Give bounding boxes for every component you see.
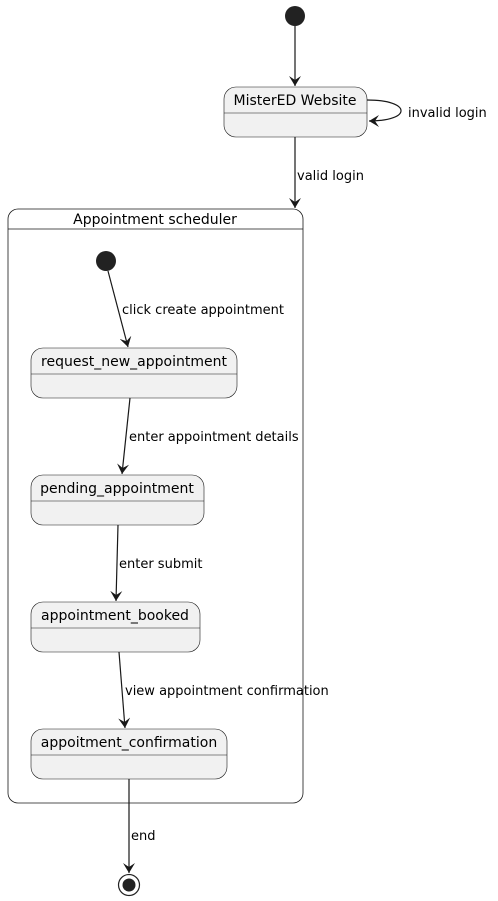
composite-title: Appointment scheduler (73, 212, 237, 228)
label-enter-submit: enter submit (119, 557, 202, 572)
state-website: MisterED Website (223, 86, 368, 138)
label-view-confirmation: view appointment confirmation (125, 684, 329, 699)
final-state (117, 873, 141, 897)
initial-state-top (285, 6, 305, 26)
edge-view-confirmation (118, 651, 131, 729)
label-valid-login: valid login (297, 169, 364, 184)
state-request-new-appointment: request_new_appointment (30, 347, 238, 399)
label-enter-details: enter appointment details (129, 430, 299, 445)
edge-enter-submit (110, 524, 123, 602)
state-request-title: request_new_appointment (41, 354, 227, 370)
edge-invalid-login-loop (366, 99, 402, 127)
state-booked-title: appointment_booked (41, 608, 189, 624)
edge-click-create (107, 270, 132, 348)
label-invalid-login: invalid login (408, 106, 487, 121)
edge-enter-details (117, 397, 131, 475)
state-appoitment-confirmation: appoitment_confirmation (30, 728, 228, 780)
label-end: end (131, 829, 156, 844)
state-appointment-booked: appointment_booked (30, 601, 201, 653)
label-click-create: click create appointment (122, 303, 284, 318)
state-pending-appointment: pending_appointment (30, 474, 205, 526)
state-confirmation-title: appoitment_confirmation (41, 735, 217, 751)
state-pending-title: pending_appointment (40, 481, 194, 497)
state-website-title: MisterED Website (233, 93, 356, 109)
initial-state-inner (96, 251, 116, 271)
